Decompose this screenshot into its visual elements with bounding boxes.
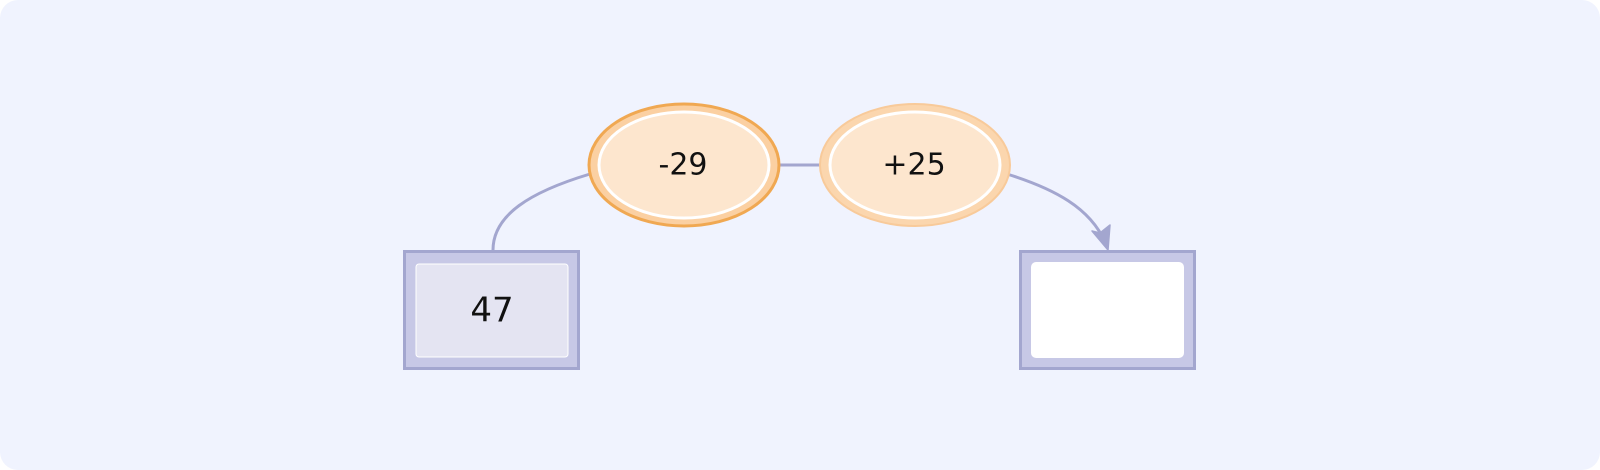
result-box[interactable]	[1019, 250, 1196, 370]
operation-node-2[interactable]: +25	[819, 103, 1011, 227]
operation-label-2: +25	[882, 148, 945, 183]
operation-node-1[interactable]: -29	[587, 102, 781, 228]
connector-op2-to-result	[1006, 172, 1107, 243]
start-box: 47	[403, 250, 580, 370]
start-value: 47	[470, 291, 513, 331]
operation-label-1: -29	[659, 148, 708, 183]
connector-start-to-op1	[491, 172, 591, 251]
arrowhead-icon	[1091, 224, 1111, 251]
